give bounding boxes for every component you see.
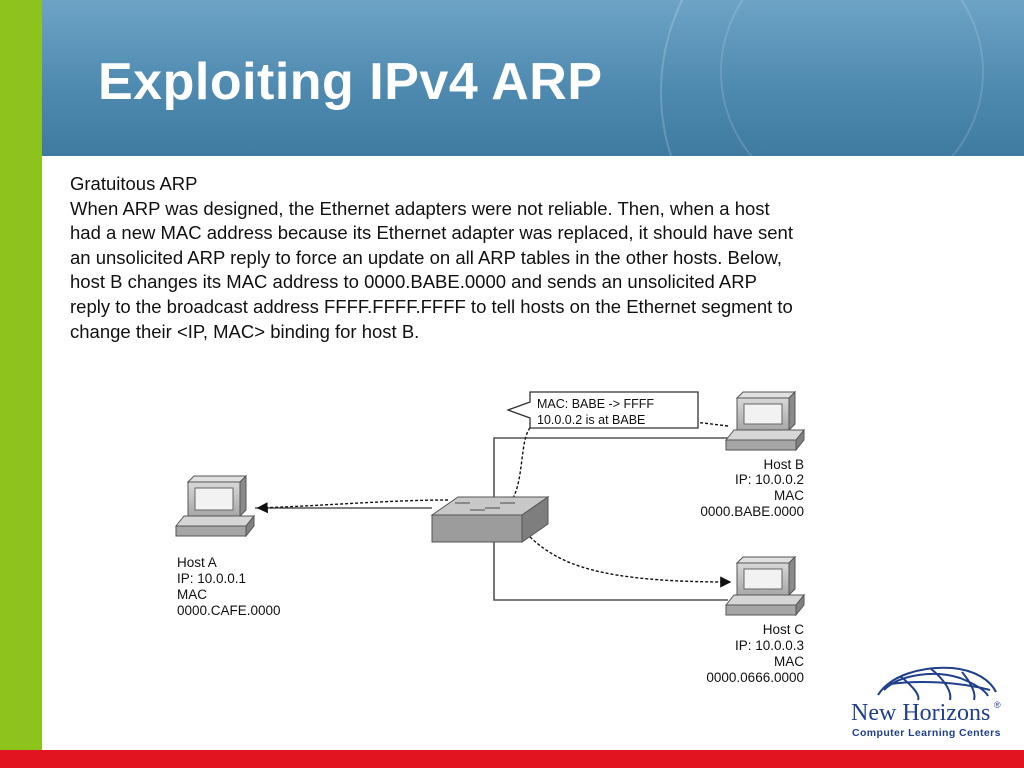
host-c-mac: 0000.0666.0000 — [706, 670, 804, 685]
body-line: host B changes its MAC address to 0000.B… — [70, 271, 757, 293]
broadcast-path-to-host-c — [529, 536, 732, 588]
body-line: had a new MAC address because its Ethern… — [70, 222, 793, 244]
host-c-computer-icon — [724, 555, 806, 617]
host-c-name: Host C — [763, 622, 805, 637]
slide-body: Gratuitous ARP When ARP was designed, th… — [70, 172, 1000, 344]
host-a-ip: IP: 10.0.0.1 — [177, 571, 246, 586]
host-c-label: Host C IP: 10.0.0.3 MAC 0000.0666.0000 — [706, 622, 804, 685]
host-b-mac-label: MAC — [774, 488, 804, 503]
logo-registered-mark: ® — [994, 700, 1001, 710]
body-line: Gratuitous ARP — [70, 173, 198, 194]
host-a-name: Host A — [177, 555, 217, 570]
globe-icon — [877, 666, 997, 701]
callout-line-1: MAC: BABE -> FFFF — [537, 397, 654, 411]
link-switch-host-c — [493, 540, 728, 601]
host-a-label: Host A IP: 10.0.0.1 MAC 0000.CAFE.0000 — [177, 555, 281, 618]
host-c-mac-label: MAC — [774, 654, 804, 669]
broadcast-path-to-host-a — [256, 499, 449, 514]
new-horizons-logo: New Horizons ® Computer Learning Centers — [851, 666, 1001, 739]
host-b-ip: IP: 10.0.0.2 — [735, 472, 804, 487]
body-line: an unsolicited ARP reply to force an upd… — [70, 246, 783, 268]
host-c-ip: IP: 10.0.0.3 — [735, 638, 804, 653]
banner-globe-decoration — [660, 0, 1024, 156]
host-a-mac: 0000.CAFE.0000 — [177, 603, 281, 618]
callout-line-2: 10.0.0.2 is at BABE — [537, 413, 645, 427]
body-line: reply to the broadcast address FFFF.FFFF… — [70, 295, 793, 317]
body-line: change their <IP, MAC> binding for host … — [70, 320, 420, 342]
host-a-computer-icon — [174, 474, 256, 538]
body-line: When ARP was designed, the Ethernet adap… — [70, 197, 770, 219]
network-links — [255, 437, 728, 601]
switch-icon — [430, 496, 550, 543]
host-b-name: Host B — [763, 457, 804, 472]
arp-network-diagram: MAC: BABE -> FFFF 10.0.0.2 is at BABE — [174, 390, 1001, 739]
banner-globe-decoration-inner — [720, 0, 984, 156]
host-b-computer-icon — [724, 390, 806, 452]
host-b-label: Host B IP: 10.0.0.2 MAC 0000.BABE.0000 — [700, 457, 804, 519]
left-accent-bar — [0, 0, 42, 750]
logo-name: New Horizons — [851, 700, 990, 726]
link-switch-host-b — [493, 437, 728, 503]
footer-red-bar — [0, 750, 1024, 768]
host-a-mac-label: MAC — [177, 587, 207, 602]
arp-callout: MAC: BABE -> FFFF 10.0.0.2 is at BABE — [506, 391, 699, 429]
host-b-mac: 0000.BABE.0000 — [700, 504, 804, 519]
title-banner — [42, 0, 1024, 156]
logo-tagline: Computer Learning Centers — [852, 727, 1001, 739]
broadcast-path-b-to-switch — [511, 415, 729, 501]
slide-title: Exploiting IPv4 ARP — [98, 53, 603, 111]
